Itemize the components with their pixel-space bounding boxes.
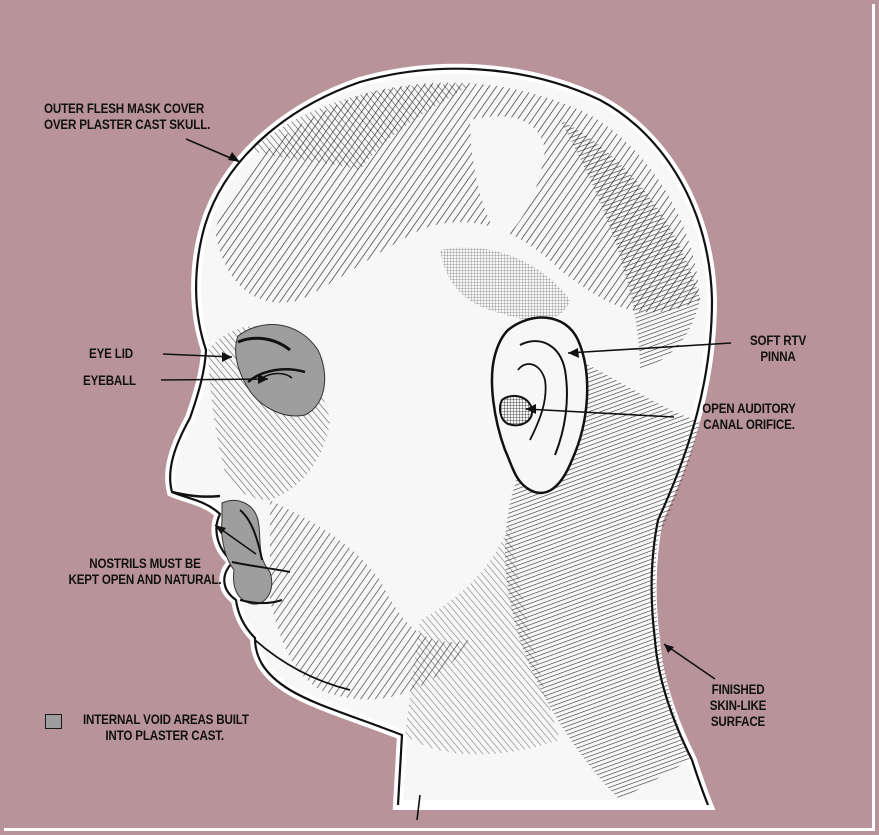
label-eyeball: EYEBALL [83,373,136,389]
legend-swatch [45,714,62,729]
label-outer-flesh-mask: OUTER FLESH MASK COVER OVER PLASTER CAST… [44,101,210,133]
label-finished-skin: FINISHED SKIN-LIKE SURFACE [695,682,781,730]
label-soft-rtv-pinna: SOFT RTV PINNA [735,333,821,365]
legend-text: INTERNAL VOID AREAS BUILT INTO PLASTER C… [83,712,249,744]
label-auditory-canal: OPEN AUDITORY CANAL ORIFICE. [676,401,822,433]
label-eye-lid: EYE LID [89,346,133,362]
label-nostrils: NOSTRILS MUST BE KEPT OPEN AND NATURAL. [50,556,241,588]
auditory-canal [500,396,532,425]
